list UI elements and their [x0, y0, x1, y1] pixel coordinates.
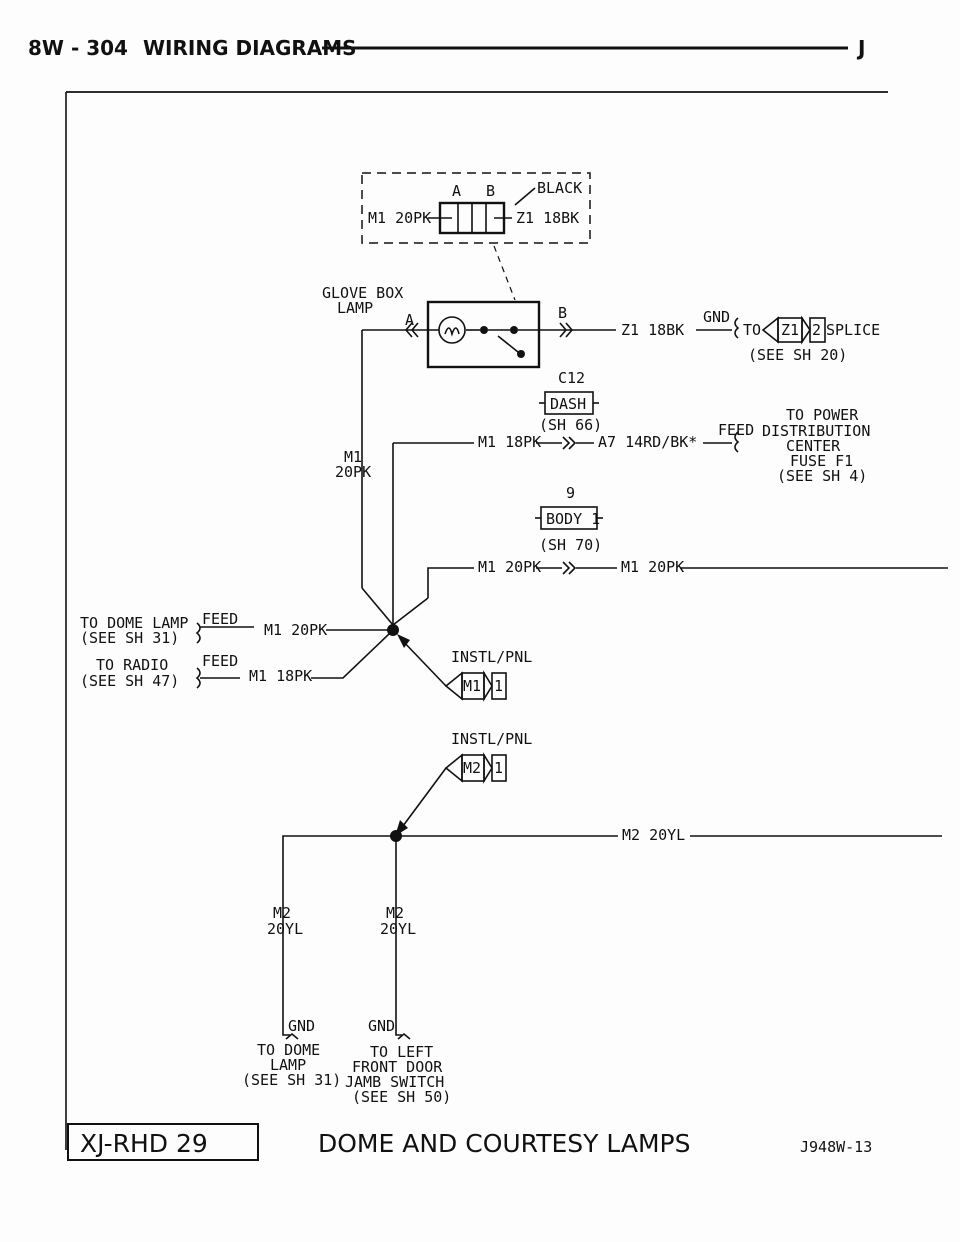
ground-type: GND	[703, 308, 730, 326]
body-left-wire: M1 20PK	[478, 558, 541, 576]
radio-feed-type: FEED	[202, 652, 238, 670]
m2-left-label-2: 20YL	[267, 920, 303, 938]
ground-icon-right	[395, 1028, 402, 1036]
connector-color: BLACK	[537, 179, 582, 197]
lamp-connector-b-icon	[559, 322, 574, 338]
radio-feed-to: TO RADIO	[96, 656, 168, 674]
lamp-pin-b: B	[558, 304, 567, 322]
m2-right-gnd: GND	[368, 1017, 395, 1035]
m2-right-to-3: JAMB SWITCH	[345, 1073, 444, 1091]
footer-ref: J948W-13	[800, 1138, 872, 1156]
body-connector-icon	[562, 561, 577, 575]
footer-title: DOME AND COURTESY LAMPS	[318, 1129, 691, 1158]
m2-right-label-2: 20YL	[380, 920, 416, 938]
ground-wire-label: Z1 18BK	[621, 321, 684, 339]
header-letter: J	[856, 36, 865, 60]
body-name: BODY 1	[546, 510, 600, 528]
splice-label: SPLICE	[826, 321, 880, 339]
connector-pin-a: A	[452, 182, 461, 200]
instl-m1-id: M1	[463, 677, 481, 695]
c12-connector-icon	[562, 436, 577, 450]
m2-right-label: M2	[386, 904, 404, 922]
connector-pin-b: B	[486, 182, 495, 200]
body-ref: (SH 70)	[539, 536, 602, 554]
page-number: 8W - 304	[28, 36, 128, 60]
c12-label: C12	[558, 369, 585, 387]
footer-code-box	[67, 1123, 259, 1161]
lamp-pin-a: A	[405, 311, 414, 329]
body-right-wire: M1 20PK	[621, 558, 684, 576]
lamp-name: GLOVE BOX	[322, 284, 403, 302]
m2-left-to: TO DOME	[257, 1041, 320, 1059]
feed-left-wire: M1 18PK	[478, 433, 541, 451]
body-label: 9	[566, 484, 575, 502]
dome-feed-wire: M1 20PK	[264, 621, 327, 639]
dome-feed-ref: (SEE SH 31)	[80, 629, 179, 647]
m2-right-to: TO LEFT	[370, 1043, 433, 1061]
m2-right-ref: (SEE SH 50)	[352, 1088, 451, 1106]
radio-feed-ref: (SEE SH 47)	[80, 672, 179, 690]
splice-ref: (SEE SH 20)	[748, 346, 847, 364]
feed-ref: (SEE SH 4)	[777, 467, 867, 485]
c12-name: DASH	[550, 395, 586, 413]
connector-right-wire: Z1 18BK	[516, 209, 579, 227]
feed-type: FEED	[718, 421, 754, 439]
color-leader	[514, 187, 536, 206]
splice-node-m1	[387, 624, 399, 636]
feed-dest-3: CENTER	[786, 437, 841, 455]
splice-to: TO	[743, 321, 761, 339]
dome-feed-to: TO DOME LAMP	[80, 614, 188, 632]
lamp-housing	[426, 300, 541, 369]
instl-m2-pin: 1	[494, 759, 503, 777]
m2-left-to-2: LAMP	[270, 1056, 306, 1074]
m2-left-gnd: GND	[288, 1017, 315, 1035]
splice-pin: 2	[812, 321, 821, 339]
splice-id: Z1	[781, 321, 799, 339]
feed-dest-4: FUSE F1	[790, 452, 853, 470]
section-title: WIRING DIAGRAMS	[143, 36, 357, 60]
lamp-connector-a-icon	[404, 322, 419, 338]
instl-m1-label: INSTL/PNL	[451, 648, 532, 666]
lamp-name-2: LAMP	[337, 299, 373, 317]
m1-vertical-label-2: 20PK	[335, 463, 371, 481]
c12-ref: (SH 66)	[539, 416, 602, 434]
feed-right-wire: A7 14RD/BK*	[598, 433, 697, 451]
instl-m2-id: M2	[463, 759, 481, 777]
feed-dest-2: DISTRIBUTION	[762, 422, 870, 440]
m2-left-ref: (SEE SH 31)	[242, 1071, 341, 1089]
connector-left-wire: M1 20PK	[368, 209, 431, 227]
m2-wire: M2 20YL	[622, 826, 685, 844]
feed-dest-1: TO POWER	[786, 406, 859, 424]
instl-m1-pin: 1	[494, 677, 503, 695]
ground-icon-left	[282, 1010, 290, 1036]
footer-code: XJ-RHD 29	[80, 1129, 208, 1158]
m2-left-label: M2	[273, 904, 291, 922]
dome-feed-type: FEED	[202, 610, 238, 628]
radio-feed-wire: M1 18PK	[249, 667, 312, 685]
m1-vertical-label: M1	[344, 448, 362, 466]
switch-icon	[497, 335, 519, 353]
connector-pointer	[493, 245, 516, 301]
m2-right-to-2: FRONT DOOR	[352, 1058, 443, 1076]
bulb-icon	[438, 316, 466, 344]
connector-outline	[361, 172, 591, 244]
instl-m2-label: INSTL/PNL	[451, 730, 532, 748]
